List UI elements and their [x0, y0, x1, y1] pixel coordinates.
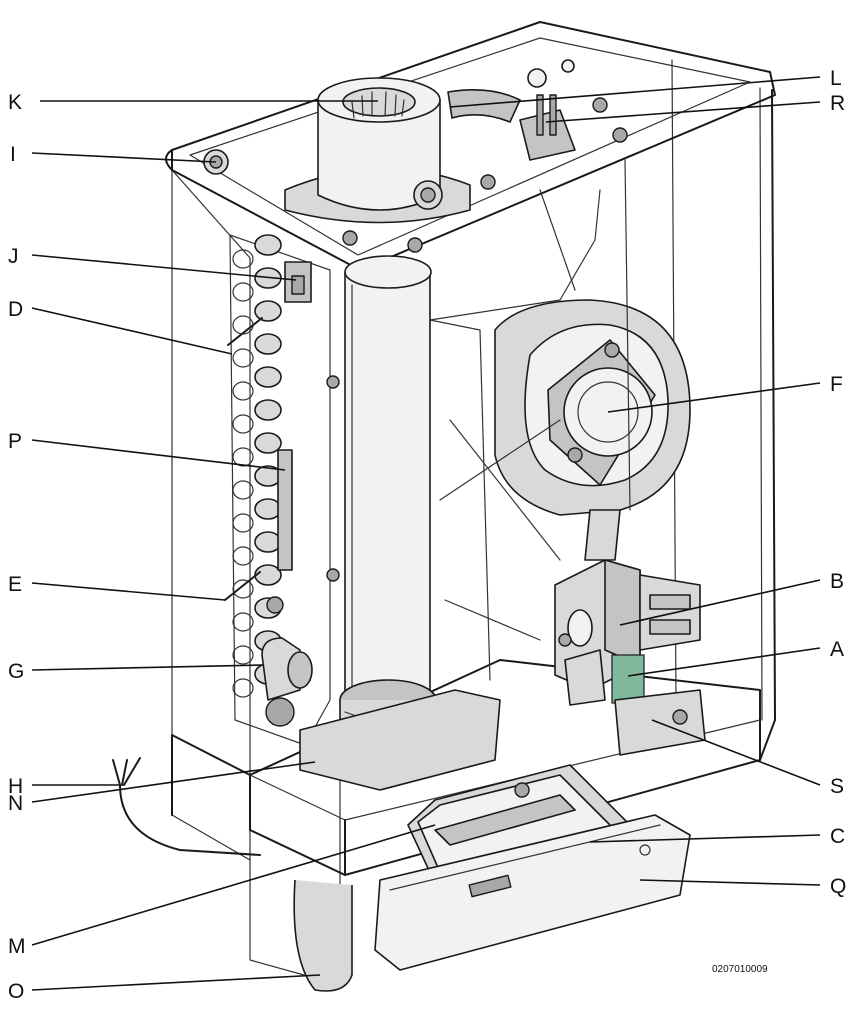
heat-exchanger-coil-back [232, 480, 254, 500]
heat-exchanger-coil-back [232, 348, 254, 368]
heat-exchanger-coil-back [232, 678, 254, 698]
leader-lines [31, 76, 821, 991]
heat-exchanger-coil-back [232, 381, 254, 401]
heat-exchanger-coil [254, 399, 282, 421]
part-labels: K L R I J D F P E B A G S H C N Q M O 02… [8, 67, 846, 1003]
label-j: J [8, 245, 19, 268]
internal-frame [326, 159, 631, 681]
probe-d [227, 317, 263, 346]
heat-exchanger-coil [254, 333, 282, 355]
drain-pipe-o [293, 879, 353, 992]
heat-exchanger-coil [254, 234, 282, 256]
label-l: L [830, 67, 842, 90]
sensor-a [611, 654, 645, 704]
label-f: F [830, 373, 843, 396]
label-n: N [8, 792, 23, 815]
heat-exchanger-coil [254, 300, 282, 322]
label-g: G [8, 660, 24, 683]
label-m: M [8, 935, 26, 958]
label-k: K [8, 91, 22, 114]
heat-exchanger-coil-back [232, 645, 254, 665]
label-d: D [8, 298, 23, 321]
heat-exchanger-coil-back [232, 546, 254, 566]
label-h: H [8, 775, 23, 798]
heat-exchanger [229, 234, 331, 746]
control-panel [374, 764, 691, 971]
heat-exchanger-coil-back [232, 249, 254, 269]
label-s: S [830, 775, 844, 798]
label-i: I [10, 143, 16, 166]
flue-outlet [284, 59, 628, 253]
label-p: P [8, 430, 22, 453]
heat-exchanger-plate [277, 449, 293, 571]
label-q: Q [830, 875, 846, 898]
heat-exchanger-coil-back [232, 579, 254, 599]
heat-exchanger-coil-back [232, 513, 254, 533]
gas-valve [554, 559, 701, 706]
power-cable-h [112, 757, 261, 856]
probe-e [224, 571, 261, 601]
heat-exchanger-coil-back [232, 414, 254, 434]
heat-exchanger-coil [254, 564, 282, 586]
front-cover-q [374, 814, 691, 971]
elbow-fitting-g [261, 637, 313, 727]
heat-exchanger-coil [254, 531, 282, 553]
label-b: B [830, 570, 844, 593]
drawing-code: 0207010009 [712, 964, 768, 975]
label-a: A [830, 638, 844, 661]
heat-exchanger-coil [254, 366, 282, 388]
heat-exchanger-coil [254, 432, 282, 454]
heat-exchanger-coil-back [232, 282, 254, 302]
heat-exchanger-coil-back [232, 612, 254, 632]
fan-assembly [494, 299, 691, 561]
heat-exchanger-coil [254, 498, 282, 520]
label-e: E [8, 573, 22, 596]
heat-exchanger-coil-back [232, 447, 254, 467]
label-c: C [830, 825, 845, 848]
flue-pipe [299, 255, 501, 791]
label-r: R [830, 92, 845, 115]
label-o: O [8, 980, 24, 1003]
